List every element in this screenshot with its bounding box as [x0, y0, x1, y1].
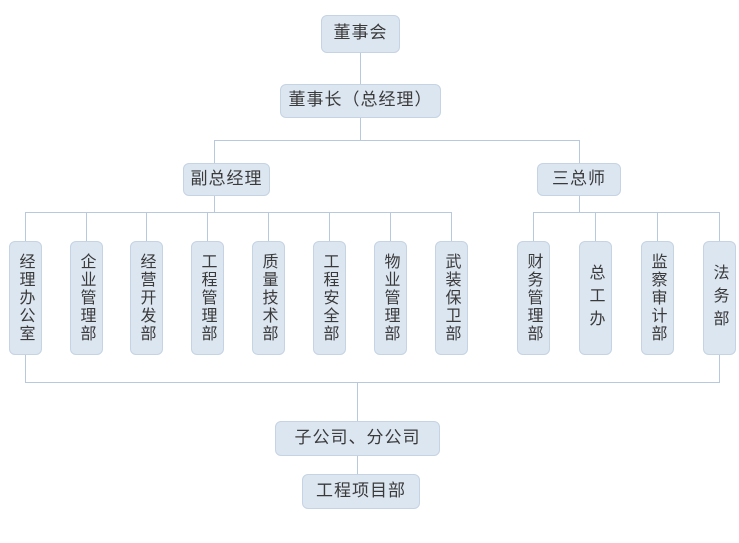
department-left-5[interactable]: 质量技术部 — [252, 241, 285, 355]
department-right-3[interactable]: 监察审计部 — [641, 241, 674, 355]
department-right-3-label: 监察审计部 — [648, 253, 668, 343]
department-left-3[interactable]: 经营开发部 — [130, 241, 163, 355]
connector-drop-right-3 — [657, 212, 658, 241]
connector-drop-left-5 — [268, 212, 269, 241]
node-engineering-project-dept[interactable]: 工程项目部 — [302, 474, 420, 509]
department-left-3-label: 经营开发部 — [137, 253, 157, 343]
connector-chairman-stem — [360, 118, 361, 140]
department-right-4-label: 法务部 — [710, 263, 730, 333]
node-chairman[interactable]: 董事长（总经理） — [280, 84, 441, 118]
connector-left-dept-bus — [25, 212, 451, 213]
department-right-4[interactable]: 法务部 — [703, 241, 736, 355]
department-left-7[interactable]: 物业管理部 — [374, 241, 407, 355]
connector-to-vice-gm — [214, 140, 215, 163]
department-left-4[interactable]: 工程管理部 — [191, 241, 224, 355]
connector-drop-left-7 — [390, 212, 391, 241]
department-left-7-label: 物业管理部 — [381, 253, 401, 343]
department-right-2[interactable]: 总工办 — [579, 241, 612, 355]
connector-bottom-bus — [25, 382, 720, 383]
department-left-8-label: 武装保卫部 — [442, 253, 462, 343]
connector-drop-right-4 — [719, 212, 720, 241]
department-left-1[interactable]: 经理办公室 — [9, 241, 42, 355]
department-left-1-label: 经理办公室 — [16, 253, 36, 343]
connector-drop-right-1 — [533, 212, 534, 241]
connector-bus-to-subsidiary — [357, 382, 358, 421]
department-left-5-label: 质量技术部 — [259, 253, 279, 343]
connector-drop-left-6 — [329, 212, 330, 241]
connector-drop-left-4 — [207, 212, 208, 241]
connector-vice-gm-stem — [214, 196, 215, 212]
department-left-2[interactable]: 企业管理部 — [70, 241, 103, 355]
connector-drop-left-8 — [451, 212, 452, 241]
connector-drop-left-2 — [86, 212, 87, 241]
connector-board-to-chairman — [360, 53, 361, 84]
connector-drop-right-2 — [595, 212, 596, 241]
connector-bottom-left-stem — [25, 355, 26, 382]
connector-drop-left-3 — [146, 212, 147, 241]
connector-subsidiary-to-project — [357, 456, 358, 474]
department-left-8[interactable]: 武装保卫部 — [435, 241, 468, 355]
node-three-chief-engineers[interactable]: 三总师 — [537, 163, 621, 196]
node-subsidiary-companies[interactable]: 子公司、分公司 — [275, 421, 440, 456]
department-right-1-label: 财务管理部 — [524, 253, 544, 343]
department-left-4-label: 工程管理部 — [198, 253, 218, 343]
connector-bottom-right-stem — [719, 355, 720, 382]
connector-three-chiefs-stem — [579, 196, 580, 212]
connector-level2-bus — [214, 140, 580, 141]
department-right-2-label: 总工办 — [586, 263, 606, 333]
department-left-6-label: 工程安全部 — [320, 253, 340, 343]
department-right-1[interactable]: 财务管理部 — [517, 241, 550, 355]
node-board[interactable]: 董事会 — [321, 15, 400, 53]
department-left-6[interactable]: 工程安全部 — [313, 241, 346, 355]
node-vice-general-manager[interactable]: 副总经理 — [183, 163, 270, 196]
connector-drop-left-1 — [25, 212, 26, 241]
connector-right-dept-bus — [533, 212, 719, 213]
connector-to-three-chiefs — [579, 140, 580, 163]
department-left-2-label: 企业管理部 — [77, 253, 97, 343]
